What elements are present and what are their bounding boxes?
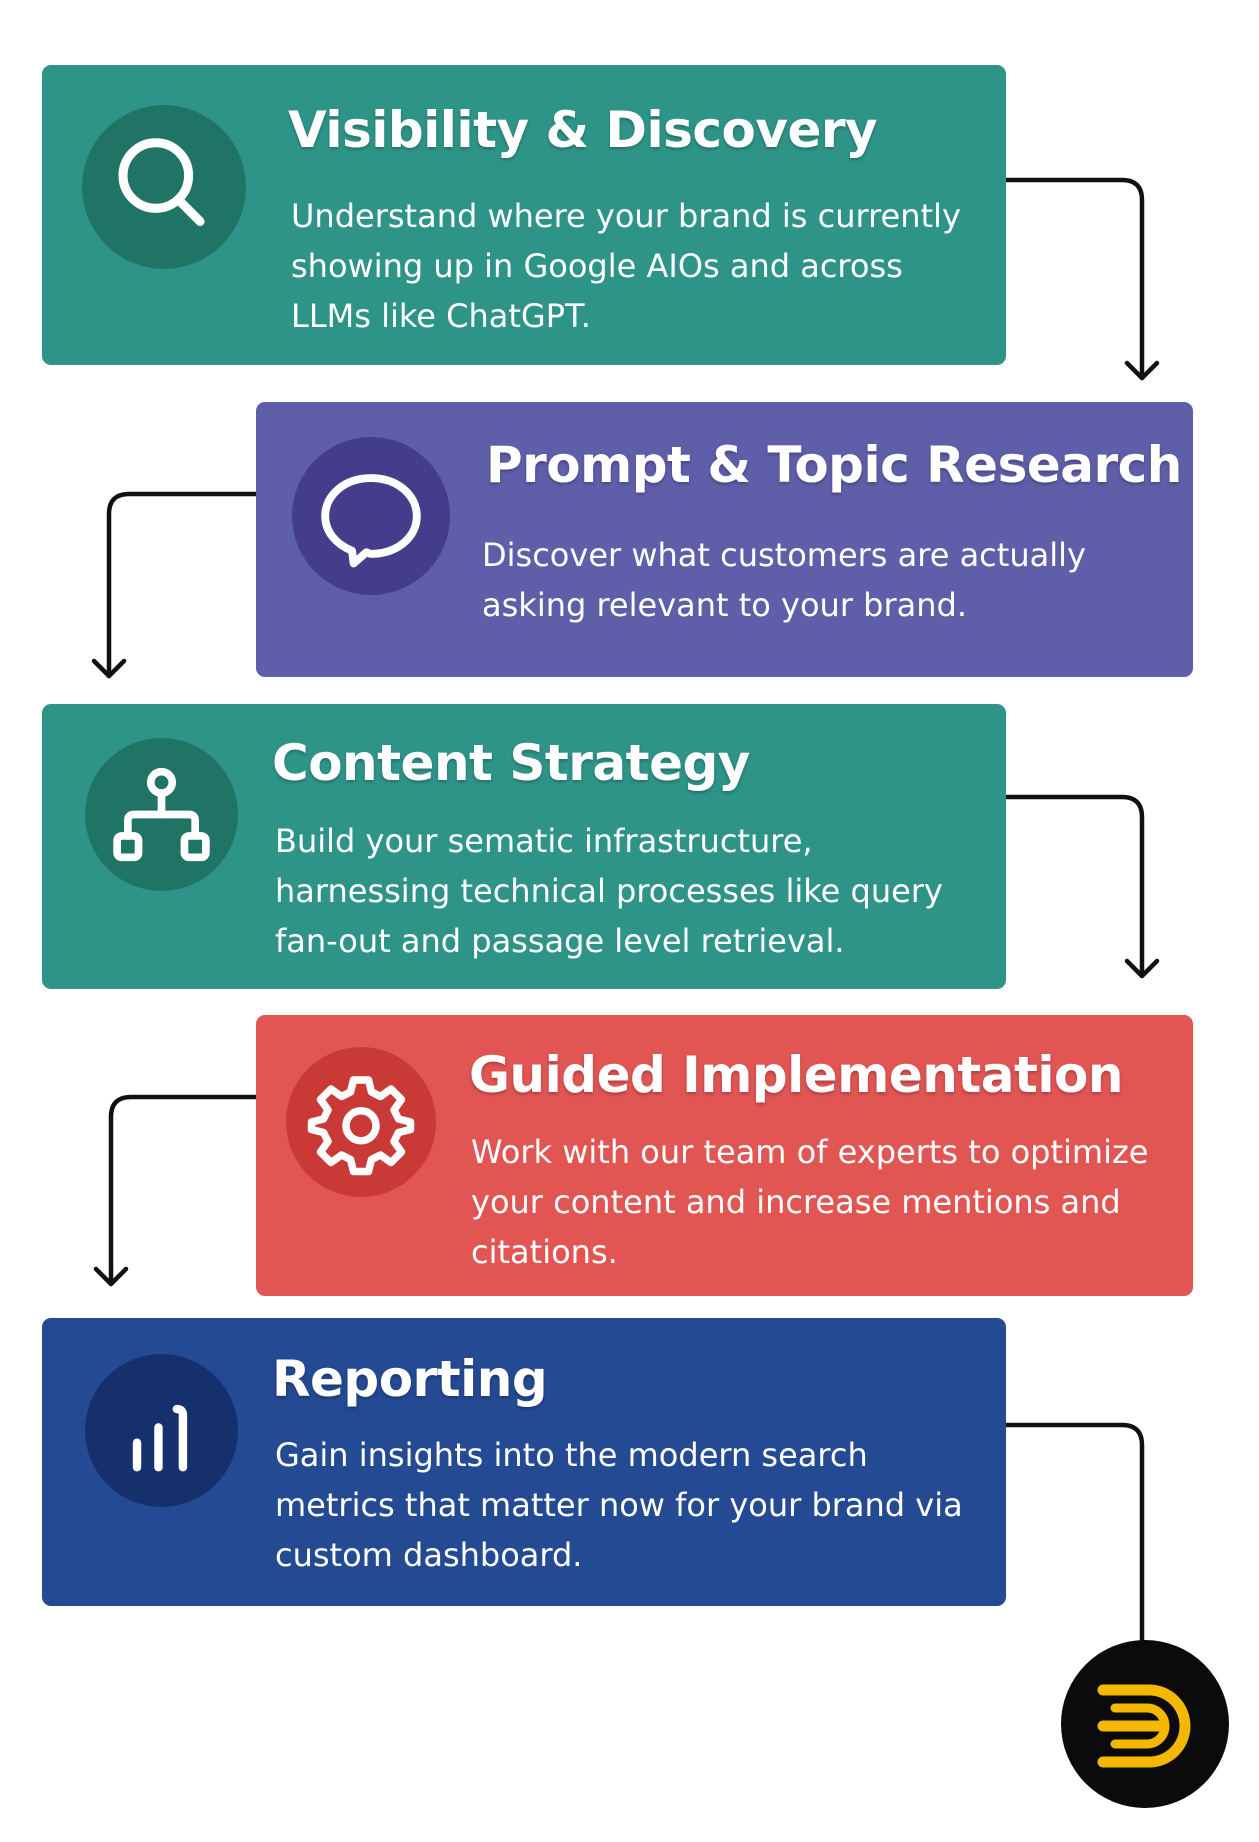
step-title: Reporting	[272, 1350, 548, 1408]
step-title: Prompt & Topic Research	[486, 436, 1182, 494]
bar-chart-icon	[85, 1354, 238, 1507]
arrowhead-2-3	[91, 658, 127, 679]
connector-3-4	[1003, 794, 1145, 979]
step-title: Content Strategy	[272, 734, 750, 792]
arrowhead-3-4	[1124, 958, 1160, 979]
arrowhead-1-2	[1124, 360, 1160, 381]
step-card-content-strategy: Content Strategy Build your sematic infr…	[42, 704, 1006, 989]
step-card-guided-implementation: Guided Implementation Work with our team…	[256, 1015, 1193, 1296]
arrowhead-4-5	[93, 1266, 129, 1287]
step-description: Discover what customers are actually ask…	[482, 536, 1086, 624]
step-description: Gain insights into the modern search met…	[275, 1436, 963, 1574]
search-icon	[82, 105, 246, 269]
hierarchy-icon	[85, 738, 238, 891]
speech-bubble-icon	[292, 437, 450, 595]
step-card-prompt-topic-research: Prompt & Topic Research Discover what cu…	[256, 402, 1193, 677]
gear-icon	[286, 1047, 436, 1197]
step-description: Build your sematic infrastructure, harne…	[275, 822, 943, 960]
step-description: Understand where your brand is currently…	[291, 197, 961, 335]
step-card-reporting: Reporting Gain insights into the modern …	[42, 1318, 1006, 1606]
connector-1-2	[1003, 177, 1145, 381]
step-title: Visibility & Discovery	[288, 101, 878, 159]
connector-4-5	[108, 1094, 259, 1287]
step-description: Work with our team of experts to optimiz…	[471, 1133, 1149, 1271]
connector-2-3	[106, 491, 259, 679]
brand-logo-icon	[1061, 1640, 1229, 1808]
step-card-visibility-discovery: Visibility & Discovery Understand where …	[42, 65, 1006, 365]
connector-5-logo	[1003, 1422, 1145, 1646]
step-title: Guided Implementation	[469, 1046, 1123, 1104]
